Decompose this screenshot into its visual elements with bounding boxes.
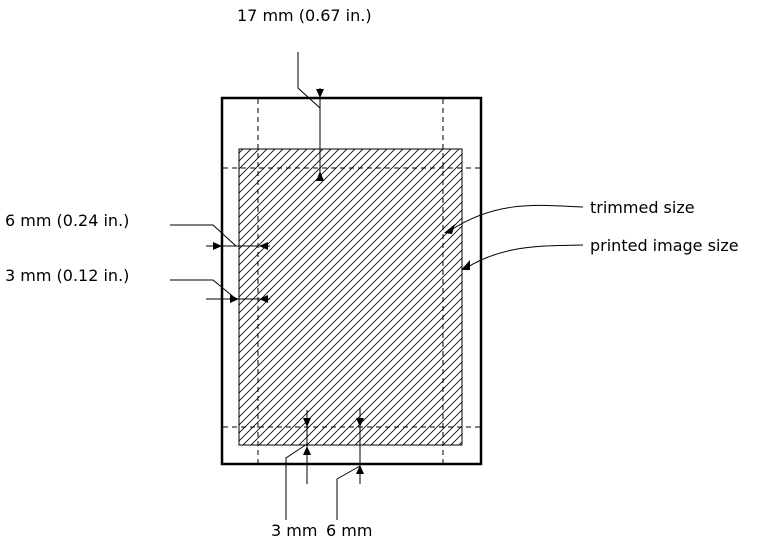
label-bottom-6mm: 6 mm [326, 521, 372, 540]
label-left-6mm: 6 mm (0.24 in.) [5, 211, 129, 230]
arrow-bottom-6mm-up [356, 465, 364, 474]
label-bottom-3mm: 3 mm [271, 521, 317, 540]
trim-dashed-lines [223, 99, 480, 463]
arrow-left-3mm-in [230, 295, 239, 303]
arrow-bottom-6mm-down [356, 418, 364, 427]
label-left-3mm: 3 mm (0.12 in.) [5, 266, 129, 285]
arrowheads [213, 89, 470, 474]
leader-bottom-3mm [285, 443, 308, 520]
leader-left-3mm [170, 279, 237, 300]
label-trimmed: trimmed size [590, 198, 695, 217]
paper-outline [220, 96, 483, 466]
leader-top [297, 52, 321, 109]
arrow-left-6mm-out [259, 242, 268, 250]
leader-bottom-6mm [336, 465, 361, 520]
arrow-top-up [316, 171, 324, 181]
arrow-left-3mm-out [259, 295, 268, 303]
leader-printed [465, 244, 584, 269]
arrow-bottom-3mm-up [303, 446, 311, 455]
printed-image-area [238, 148, 463, 446]
arrow-printed [461, 260, 470, 270]
leader-trimmed [450, 204, 584, 231]
arrow-left-6mm-in [213, 242, 222, 250]
label-top: 17 mm (0.67 in.) [237, 6, 372, 25]
leader-left-6mm [170, 224, 237, 247]
arrow-top-down [316, 89, 324, 98]
label-printed: printed image size [590, 236, 739, 255]
arrow-bottom-3mm-down [303, 418, 311, 427]
arrow-trimmed [444, 224, 455, 234]
